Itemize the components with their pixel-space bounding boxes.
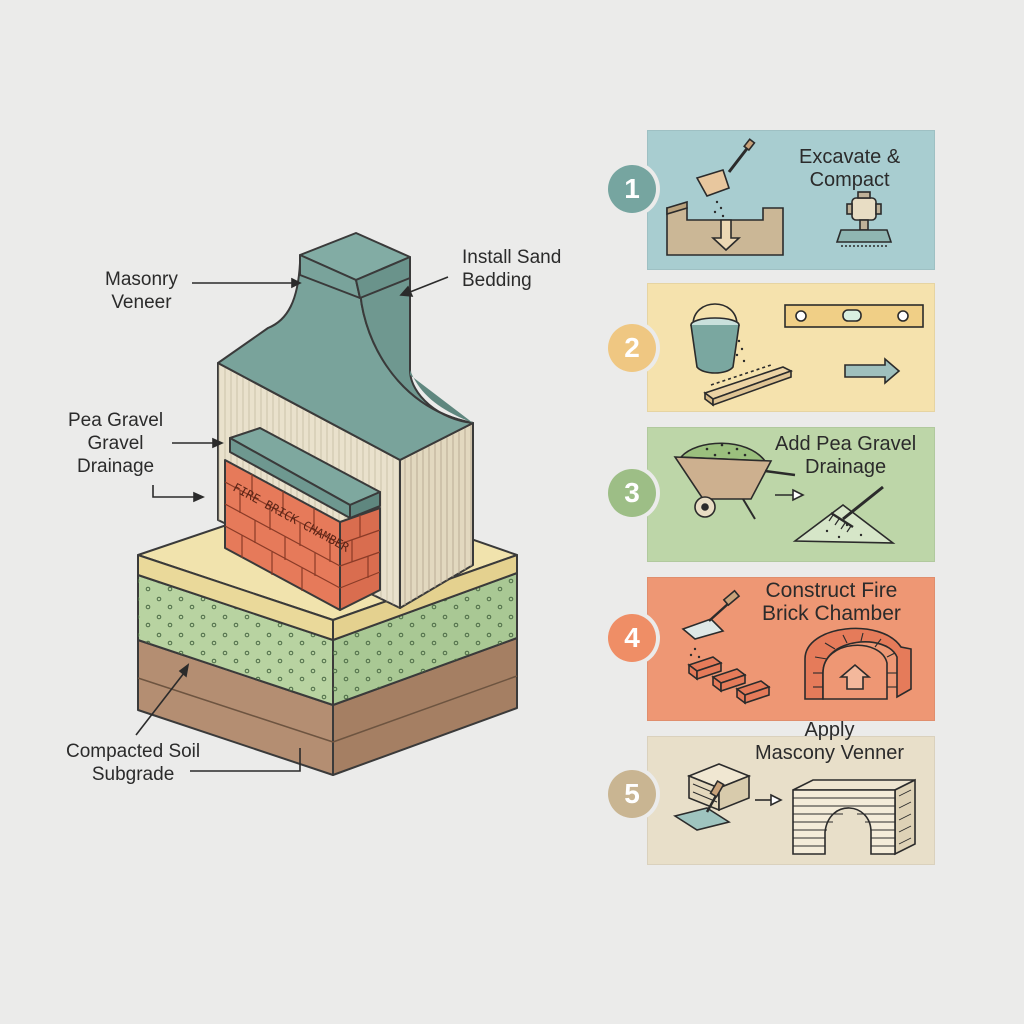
level-icon xyxy=(784,304,924,328)
veneer-arch-icon xyxy=(792,778,916,856)
arrow-right-icon xyxy=(755,793,783,807)
trowel-icon xyxy=(681,589,741,659)
step-badge-4: 4 xyxy=(608,614,656,662)
step-5-illustration xyxy=(672,763,916,856)
step-badge-5: 5 xyxy=(608,770,656,818)
callout-pea-gravel: Pea Gravel Gravel Drainage xyxy=(68,410,164,477)
step-badge-2: 2 xyxy=(608,324,656,372)
bricks-icon xyxy=(687,656,771,705)
step-badge-3: 3 xyxy=(608,469,656,517)
chimney-stack xyxy=(299,232,411,299)
callout-compacted-soil: Compacted Soil Subgrade xyxy=(66,741,201,785)
callout-sand-bedding: Install Sand Bedding xyxy=(462,247,562,291)
brick-arch-icon xyxy=(804,627,912,700)
step-1-illustration xyxy=(666,138,893,256)
arrow-right-icon xyxy=(775,488,805,502)
trowel-icon xyxy=(672,779,732,831)
step-title-3: Add Pea Gravel Drainage xyxy=(775,433,917,478)
step-title-5: Apply Mascony Venner xyxy=(755,719,904,764)
bucket-icon xyxy=(690,303,746,374)
step-title-4: Construct Fire Brick Chamber xyxy=(762,579,901,625)
callout-masonry-veneer: Masonry Veneer xyxy=(105,269,178,313)
masonry-veneer-hood xyxy=(217,262,474,461)
arrow-right-icon xyxy=(844,357,901,385)
step-3-illustration xyxy=(673,442,896,544)
leader-lines xyxy=(135,276,449,772)
pea-gravel-layer xyxy=(137,572,518,706)
wheelbarrow-icon xyxy=(673,442,796,520)
step-2-illustration xyxy=(690,303,924,407)
step-badge-1: 1 xyxy=(608,165,656,213)
screed-board-icon xyxy=(703,364,794,407)
trench-icon xyxy=(666,200,784,256)
step-title-1: Excavate & Compact xyxy=(799,146,901,191)
step-4-illustration xyxy=(681,589,912,705)
rake-icon xyxy=(792,485,896,544)
plate-compactor-icon xyxy=(835,191,893,247)
block-icon xyxy=(686,763,752,812)
shovel-icon xyxy=(695,138,756,218)
